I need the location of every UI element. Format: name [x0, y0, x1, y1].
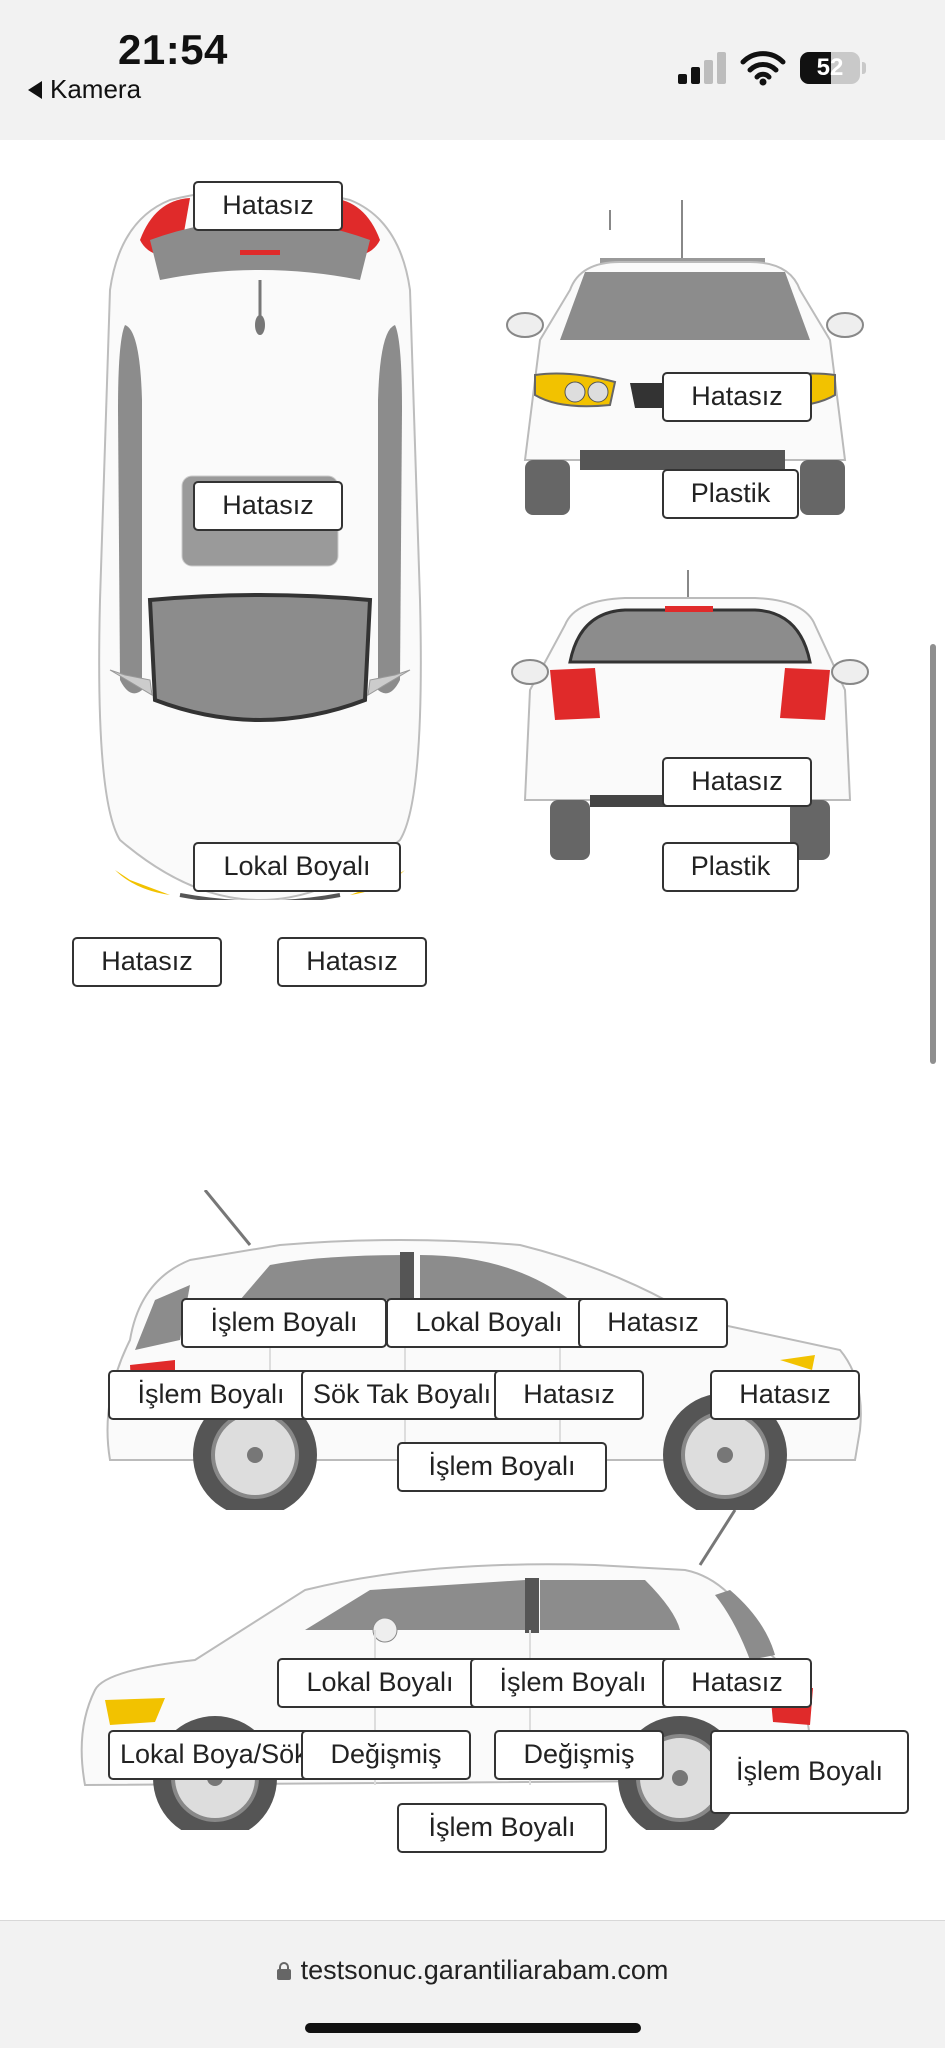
right-front-door-tag: Hatasız: [494, 1370, 644, 1420]
battery-percent: 52: [816, 54, 844, 81]
top-bumper-left-tag: Hatasız: [72, 937, 222, 987]
status-bar: 21:54 Kamera 52: [0, 0, 945, 140]
back-arrow-icon: [28, 80, 42, 99]
clock: 21:54: [118, 26, 228, 73]
top-bumper-right-tag: Hatasız: [277, 937, 427, 987]
back-label: Kamera: [50, 74, 142, 104]
left-rear-fender-top-tag: Hatasız: [662, 1658, 812, 1708]
wifi-icon: [740, 51, 786, 86]
damage-report-content: Hatasız Hatasız Lokal Boyalı Hatasız Hat…: [0, 140, 945, 1920]
left-sill-tag: İşlem Boyalı: [397, 1803, 607, 1853]
left-rear-fender-tag: İşlem Boyalı: [710, 1730, 909, 1814]
car-rear-view-diagram: [511, 570, 869, 860]
left-rear-door-tag: Değişmiş: [494, 1730, 664, 1780]
front-hood-tag: Hatasız: [662, 372, 812, 422]
battery-level-fill: [800, 52, 832, 84]
car-top-view-diagram: [98, 188, 422, 900]
browser-address-bar[interactable]: testsonuc.garantiliarabam.com: [0, 1920, 945, 2048]
front-bumper-tag: Plastik: [662, 469, 799, 519]
battery-icon: 52: [800, 52, 866, 84]
top-roof-tag: Hatasız: [193, 481, 343, 531]
left-rear-door-top-tag: İşlem Boyalı: [470, 1658, 676, 1708]
right-rear-fender-top-tag: İşlem Boyalı: [181, 1298, 387, 1348]
right-rear-fender-tag: İşlem Boyalı: [108, 1370, 314, 1420]
left-front-door-top-tag: Lokal Boyalı: [277, 1658, 483, 1708]
cellular-signal-icon: [678, 52, 726, 84]
left-front-door-tag: Değişmiş: [301, 1730, 471, 1780]
right-rear-door-tag: Sök Tak Boyalı: [301, 1370, 507, 1420]
left-front-fender-tag: Lokal Boya/Sök Tak: [108, 1730, 314, 1780]
right-front-fender-tag: Hatasız: [710, 1370, 860, 1420]
lock-icon: [276, 1961, 291, 1980]
home-indicator[interactable]: [305, 2023, 641, 2033]
top-front-hood-tag: Hatasız: [193, 181, 343, 231]
top-trunk-tag: Lokal Boyalı: [193, 842, 401, 892]
url-text: testsonuc.garantiliarabam.com: [300, 1955, 669, 1985]
vertical-scrollbar[interactable]: [930, 644, 936, 1064]
back-to-app-button[interactable]: Kamera: [28, 74, 141, 105]
right-front-door-top-tag: Hatasız: [578, 1298, 728, 1348]
right-sill-tag: İşlem Boyalı: [397, 1442, 607, 1492]
right-rear-door-top-tag: Lokal Boyalı: [386, 1298, 592, 1348]
rear-bumper-tag: Plastik: [662, 842, 799, 892]
rear-tailgate-tag: Hatasız: [662, 757, 812, 807]
url-display[interactable]: testsonuc.garantiliarabam.com: [0, 1955, 945, 1986]
